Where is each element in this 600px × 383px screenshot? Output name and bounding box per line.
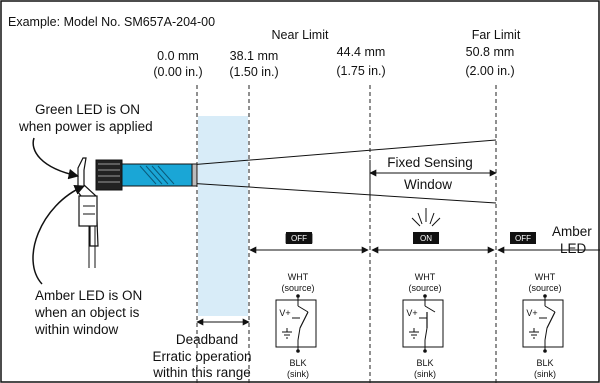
circuit-off-near-vplus-label: V+ [279,308,290,318]
circuit-off-far-blk-label: BLK [536,358,553,368]
circuit-on: WHT(source) V+ BLK(sink) [402,272,444,379]
far-limit-inch: (2.00 in.) [465,64,514,78]
circuit-off-near: WHT(source) V+ BLK(sink) [275,272,317,379]
circuit-on-wht-label: WHT [415,272,436,282]
amber-led-note-1: Amber LED is ON [35,288,142,303]
fixed-window-label-1: Fixed Sensing [387,155,473,170]
sensor-illustration [77,157,198,268]
position-1-inch: (1.50 in.) [229,65,278,79]
circuit-off-far: WHT(source) V+ BLK(sink) [522,272,564,379]
circuit-off-far-source-label: (source) [528,283,561,293]
led-state-off-2: OFF [515,234,531,243]
near-limit-mm: 44.4 mm [337,45,386,59]
green-led-note-1: Green LED is ON [35,102,140,117]
position-1-mm: 38.1 mm [230,49,279,63]
circuit-on-vplus-label: V+ [406,308,417,318]
sensing-beam-bottom [139,179,497,204]
near-limit-title: Near Limit [272,28,329,42]
circuit-off-far-vplus-label: V+ [526,308,537,318]
far-limit-mm: 50.8 mm [466,45,515,59]
amber-led-note-3: within window [34,322,119,337]
led-state-off-1: OFF [291,234,307,243]
circuit-off-far-switch [546,311,556,329]
deadband-region [198,116,248,316]
led-badge-off-2: OFF [510,232,536,244]
deadband-note-2: within this range [152,365,251,380]
example-label: Example: Model No. SM657A-204-00 [8,15,215,29]
circuit-on-blk-label: BLK [416,358,433,368]
position-0-inch: (0.00 in.) [153,65,202,79]
circuit-off-far-wht-label: WHT [535,272,556,282]
led-state-on: ON [420,234,432,243]
circuit-off-near-wht-label: WHT [288,272,309,282]
circuit-off-near-sink-label: (sink) [287,369,309,379]
led-glow-rays [411,208,441,227]
amber-led-pointer [32,184,85,285]
amber-led-note-2: when an object is [34,305,140,320]
circuit-off-far-sink-label: (sink) [534,369,556,379]
far-limit-title: Far Limit [472,28,521,42]
near-limit-inch: (1.75 in.) [336,64,385,78]
amber-led-label-2: LED [560,241,587,256]
deadband-label: Deadband [176,332,238,347]
sensor-body [121,163,193,187]
green-led-pointer [32,137,80,180]
sensing-beam-top [139,139,497,170]
led-badge-off-1: OFF [285,232,313,244]
fixed-window-label-2: Window [404,177,452,192]
amber-led-label-1: Amber [552,224,592,239]
green-led-note-2: when power is applied [18,119,153,134]
circuit-off-near-switch [299,311,309,329]
sensor-coupling-nut [95,159,123,191]
position-0-mm: 0.0 mm [157,49,199,63]
circuit-off-far-box [522,299,564,348]
sensor-strain-relief [78,195,98,227]
led-badge-on: ON [411,208,441,244]
circuit-off-near-box [275,299,317,348]
circuit-off-near-source-label: (source) [281,283,314,293]
circuit-on-sink-label: (sink) [414,369,436,379]
sensor-face [191,163,198,187]
circuit-on-box [402,299,444,348]
circuit-on-source-label: (source) [408,283,441,293]
deadband-note-1: Erratic operation [152,349,251,364]
circuit-off-near-blk-label: BLK [289,358,306,368]
